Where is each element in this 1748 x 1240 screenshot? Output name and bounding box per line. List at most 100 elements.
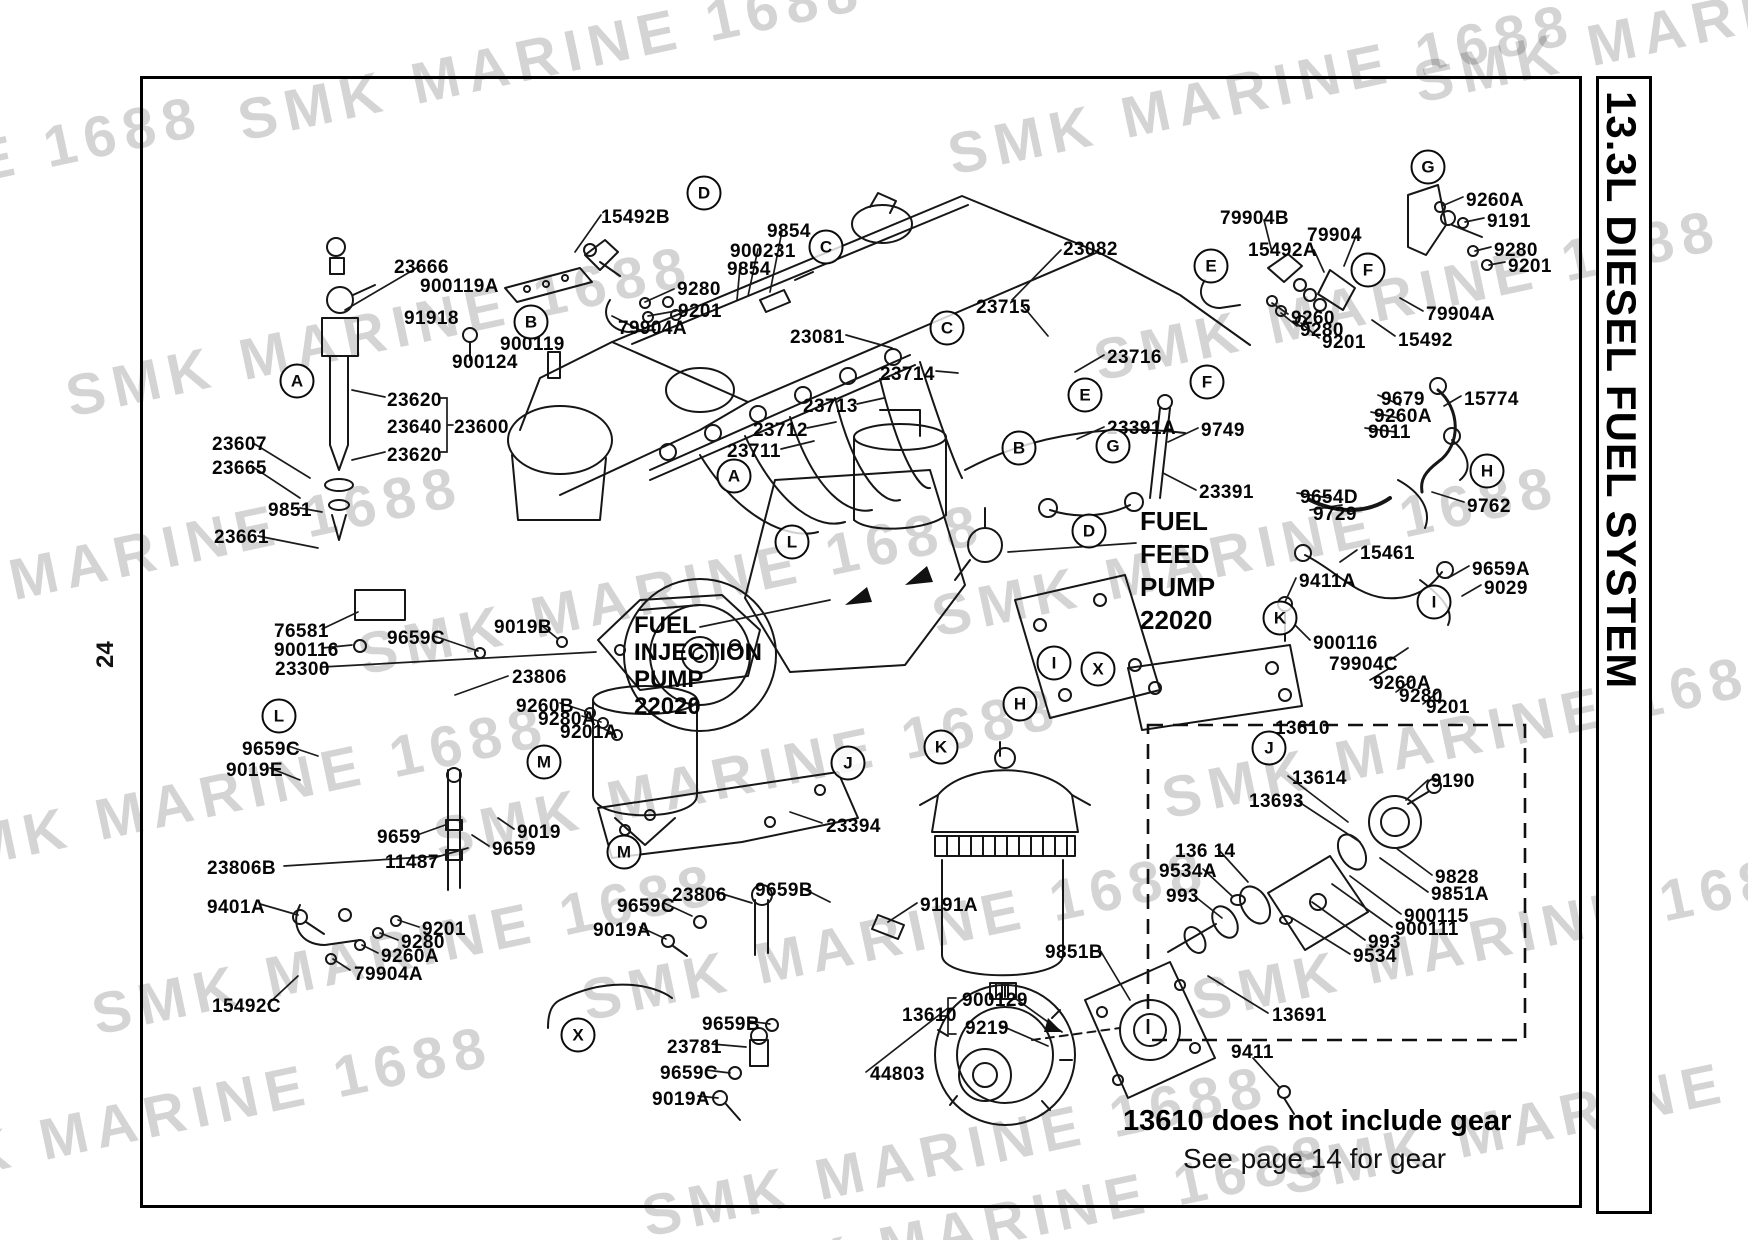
caption-line: INJECTION xyxy=(634,639,763,666)
part-label-9219: 9219 xyxy=(965,1018,1009,1039)
part-label-23712: 23712 xyxy=(753,420,808,441)
part-label-9411: 9411 xyxy=(1231,1042,1274,1063)
part-label-23666: 23666 xyxy=(394,257,449,278)
part-label-15492A: 15492A xyxy=(1248,240,1317,261)
part-label-900111: 900111 xyxy=(1395,919,1459,940)
part-label-9659B: 9659B xyxy=(702,1014,760,1035)
part-label-23620: 23620 xyxy=(387,390,442,411)
part-label-23640: 23640 xyxy=(387,417,442,438)
caption-line: FUEL xyxy=(634,612,697,639)
part-label-9201: 9201 xyxy=(1322,332,1366,353)
part-label-9659: 9659 xyxy=(492,839,536,860)
part-label-9762: 9762 xyxy=(1467,496,1511,517)
part-label-23714: 23714 xyxy=(880,364,935,385)
part-label-79904C: 79904C xyxy=(1329,654,1398,675)
part-label-23806: 23806 xyxy=(672,885,727,906)
callout-letter-H: H xyxy=(1469,453,1505,489)
part-label-9411A: 9411A xyxy=(1299,571,1356,592)
part-label-9019E: 9019E xyxy=(226,760,283,781)
part-label-23806B: 23806B xyxy=(207,858,276,879)
part-label-9659: 9659 xyxy=(377,827,421,848)
part-label-9534: 9534 xyxy=(1353,946,1397,967)
part-label-9260A: 9260A xyxy=(1373,673,1431,694)
part-label-9534A: 9534A xyxy=(1159,861,1217,882)
part-label-9854: 9854 xyxy=(727,259,771,280)
part-label-9679: 9679 xyxy=(1381,389,1425,410)
part-label-9260B: 9260B xyxy=(516,696,574,717)
callout-letter-J: J xyxy=(830,745,866,781)
part-label-23391: 23391 xyxy=(1199,482,1254,503)
part-label-11487: 11487 xyxy=(385,852,439,873)
part-label-79904A: 79904A xyxy=(618,318,687,339)
callout-letter-L: L xyxy=(261,698,297,734)
part-label-13610: 13610 xyxy=(902,1005,957,1026)
part-label-9191A: 9191A xyxy=(920,895,978,916)
part-label-900116: 900116 xyxy=(274,640,339,661)
part-label-15492B: 15492B xyxy=(601,207,670,228)
part-label-9654D: 9654D xyxy=(1300,487,1358,508)
part-label-9659A: 9659A xyxy=(1472,559,1530,580)
callout-letter-H: H xyxy=(1002,686,1038,722)
part-label-9201: 9201 xyxy=(1508,256,1552,277)
part-label-9749: 9749 xyxy=(1201,420,1245,441)
part-label-900115: 900115 xyxy=(1404,906,1469,927)
caption-line: FUEL xyxy=(1140,506,1208,536)
part-label-900119A: 900119A xyxy=(420,276,499,297)
part-label-9019: 9019 xyxy=(517,822,561,843)
part-label-9280: 9280 xyxy=(1399,686,1443,707)
part-label-900116: 900116 xyxy=(1313,633,1378,654)
part-label-9019A: 9019A xyxy=(652,1089,710,1110)
callout-letter-G: G xyxy=(1410,149,1446,185)
part-label-9201: 9201 xyxy=(1426,697,1470,718)
note-see-page: See page 14 for gear xyxy=(1183,1143,1447,1174)
part-label-9201: 9201 xyxy=(678,301,722,322)
page-number: 24 xyxy=(92,641,119,668)
part-label-9019B: 9019B xyxy=(494,617,552,638)
caption-line: 22020 xyxy=(1140,605,1213,635)
part-label-23081: 23081 xyxy=(790,327,845,348)
callout-letter-K: K xyxy=(1262,600,1298,636)
part-label-900231: 900231 xyxy=(730,241,796,262)
callout-letter-D: D xyxy=(686,175,722,211)
part-label-9851B: 9851B xyxy=(1045,942,1103,963)
part-label-23715: 23715 xyxy=(976,297,1031,318)
callout-letter-C: C xyxy=(929,310,965,346)
callout-letter-D: D xyxy=(1071,513,1107,549)
part-label-9851: 9851 xyxy=(268,500,312,521)
part-label-79904A: 79904A xyxy=(354,964,423,985)
sidebar-title: 13.3L DIESEL FUEL SYSTEM xyxy=(1598,91,1645,690)
caption-line: 22020 xyxy=(634,693,701,720)
part-label-23806: 23806 xyxy=(512,667,567,688)
part-label-9260A: 9260A xyxy=(381,946,439,967)
part-label-9659C: 9659C xyxy=(617,896,675,917)
callout-letter-A: A xyxy=(279,363,315,399)
callout-letter-M: M xyxy=(526,744,562,780)
part-label-23394: 23394 xyxy=(826,816,881,837)
part-label-993: 993 xyxy=(1368,932,1401,953)
part-label-9260A: 9260A xyxy=(1374,406,1432,427)
part-label-79904A: 79904A xyxy=(1426,304,1495,325)
callout-letter-I: I xyxy=(1036,645,1072,681)
part-label-9854: 9854 xyxy=(767,221,811,242)
part-label-9659C: 9659C xyxy=(387,628,445,649)
callout-letter-B: B xyxy=(513,304,549,340)
part-label-9280: 9280 xyxy=(1300,320,1344,341)
part-label-23600: 23600 xyxy=(454,417,509,438)
part-label-993: 993 xyxy=(1166,886,1199,907)
caption-fuel-feed-pump: FUEL FEED PUMP 22020 xyxy=(1140,505,1215,637)
part-label-900119: 900119 xyxy=(500,334,565,355)
part-label-79904: 79904 xyxy=(1307,225,1362,246)
part-label-9029: 9029 xyxy=(1484,578,1528,599)
part-label-9659C: 9659C xyxy=(242,739,300,760)
part-label-23711: 23711 xyxy=(727,441,781,462)
part-label-13693: 13693 xyxy=(1249,791,1304,812)
diagram-border xyxy=(140,76,1582,1208)
part-label-23300: 23300 xyxy=(275,659,330,680)
note-gear-exclusion: 13610 does not include gear xyxy=(1123,1105,1512,1137)
part-label-23665: 23665 xyxy=(212,458,267,479)
part-label-23661: 23661 xyxy=(214,527,269,548)
callout-letter-E: E xyxy=(1067,377,1103,413)
caption-fuel-injection-pump: FUEL INJECTION PUMP 22020 xyxy=(634,612,762,720)
